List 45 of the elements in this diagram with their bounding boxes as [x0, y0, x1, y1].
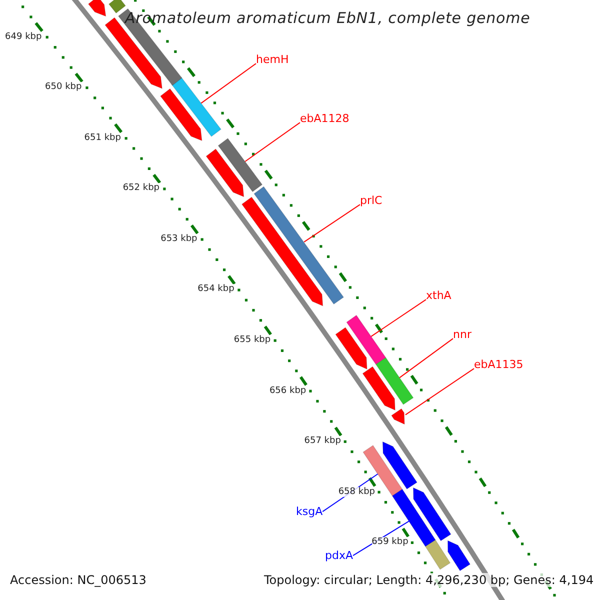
scale-label: 658 kbp	[338, 486, 375, 498]
gene-feature	[335, 327, 368, 370]
gene-feature	[392, 488, 436, 547]
gene-label: pdxA	[325, 549, 353, 562]
gene-feature	[362, 366, 396, 411]
gene-label: ebA1135	[474, 358, 524, 372]
gene-label: hemH	[256, 53, 289, 66]
gene-feature	[206, 148, 244, 198]
leader-line	[304, 204, 360, 242]
gene-feature	[382, 441, 418, 490]
gene-feature	[108, 0, 126, 14]
scale-label: 653 kbp	[160, 234, 198, 245]
gene-feature	[241, 196, 324, 306]
gene-feature	[254, 186, 344, 305]
gene-feature	[160, 88, 202, 142]
scale-label: 654 kbp	[198, 284, 234, 296]
gene-label: nnr	[453, 328, 472, 342]
scale-label: 657 kbp	[304, 436, 341, 447]
leader-line	[244, 122, 300, 162]
gene-feature	[413, 487, 452, 542]
leader-line	[399, 338, 454, 378]
scale-label: 656 kbp	[269, 386, 306, 396]
scale-label: 649 kbp	[5, 32, 42, 42]
gene-label: ksgA	[296, 505, 323, 518]
leader-line	[404, 368, 474, 416]
scale-label: 650 kbp	[45, 82, 82, 93]
scale-label: 655 kbp	[234, 334, 271, 346]
gene-feature	[88, 0, 106, 17]
gene-feature	[391, 408, 405, 425]
gene-label: prlC	[360, 194, 382, 208]
gene-feature	[346, 314, 386, 365]
scale-label: 651 kbp	[84, 132, 121, 144]
gene-feature	[375, 357, 414, 405]
gene-feature	[171, 76, 222, 137]
leader-line	[370, 299, 426, 337]
gene-feature	[218, 138, 263, 192]
leader-line	[200, 63, 256, 104]
gene-label: ebA1128	[300, 112, 350, 126]
gene-feature	[448, 540, 471, 572]
accession-text: Accession: NC_006513	[8, 573, 148, 588]
scale-label: 659 kbp	[372, 537, 408, 548]
gene-label: xthA	[426, 289, 452, 302]
genome-info-text: Topology: circular; Length: 4,296,230 bp; Genes: 4,194	[262, 573, 596, 588]
gene-feature	[424, 540, 451, 570]
scale-label: 652 kbp	[122, 183, 160, 194]
